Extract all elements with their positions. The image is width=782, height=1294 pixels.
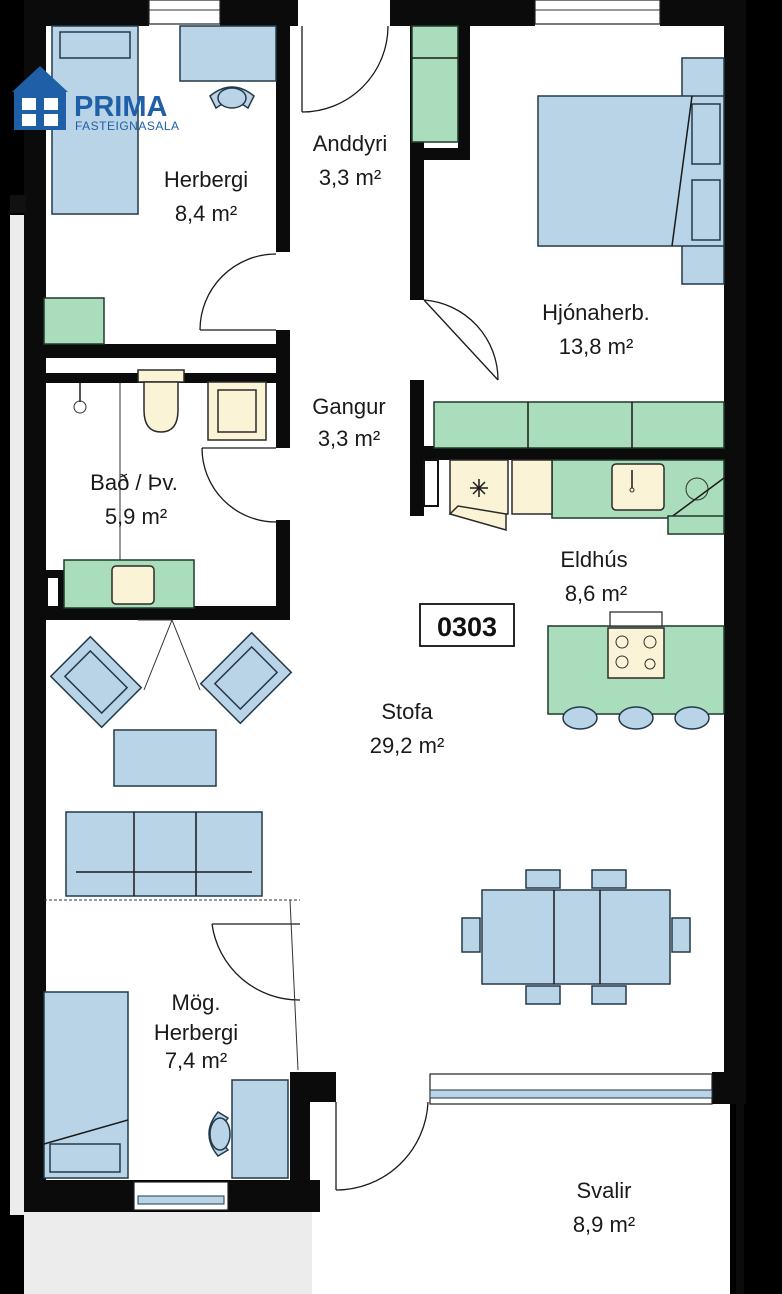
room-labels: Herbergi 8,4 m² Anddyri 3,3 m² Hjónaherb… (90, 131, 650, 1237)
bad-furniture (63, 369, 267, 609)
hjonaherb-furniture (433, 57, 725, 449)
room-name-bad: Bað / Þv. (90, 470, 178, 495)
unit-number-box: 0303 (419, 603, 515, 647)
room-name-eldhus: Eldhús (560, 547, 627, 572)
room-name-stofa: Stofa (381, 699, 433, 724)
room-area-eldhus: 8,6 m² (565, 581, 627, 606)
room-name-svalir: Svalir (576, 1178, 631, 1203)
doors (44, 25, 499, 1191)
room-area-bad: 5,9 m² (105, 504, 167, 529)
herbergi-furniture (43, 25, 277, 345)
logo-title: PRIMA (74, 91, 168, 123)
room-area-anddyri: 3,3 m² (319, 165, 381, 190)
eldhus-furniture (448, 459, 725, 730)
room-name2-mog: Herbergi (154, 1020, 238, 1045)
windows (133, 0, 713, 1211)
unit-number: 0303 (437, 612, 497, 642)
logo-subtitle: FASTEIGNASALA (75, 119, 180, 133)
stofa-furniture (49, 619, 691, 1005)
room-area-stofa: 29,2 m² (370, 733, 445, 758)
mog-herbergi-furniture (43, 991, 289, 1179)
anddyri-wardrobe (411, 25, 459, 143)
room-area-gangur: 3,3 m² (318, 426, 380, 451)
room-name-mog: Mög. (172, 990, 221, 1015)
prima-logo: PRIMA FASTEIGNASALA (12, 66, 180, 133)
room-name-hjonaherb: Hjónaherb. (542, 300, 650, 325)
exterior-walls (10, 0, 746, 1294)
room-area-svalir: 8,9 m² (573, 1212, 635, 1237)
room-name-anddyri: Anddyri (313, 131, 388, 156)
room-area-hjonaherb: 13,8 m² (559, 334, 634, 359)
room-name-herbergi: Herbergi (164, 167, 248, 192)
room-area-mog: 7,4 m² (165, 1048, 227, 1073)
room-area-herbergi: 8,4 m² (175, 201, 237, 226)
room-name-gangur: Gangur (312, 394, 385, 419)
house-logo-icon (12, 66, 68, 130)
